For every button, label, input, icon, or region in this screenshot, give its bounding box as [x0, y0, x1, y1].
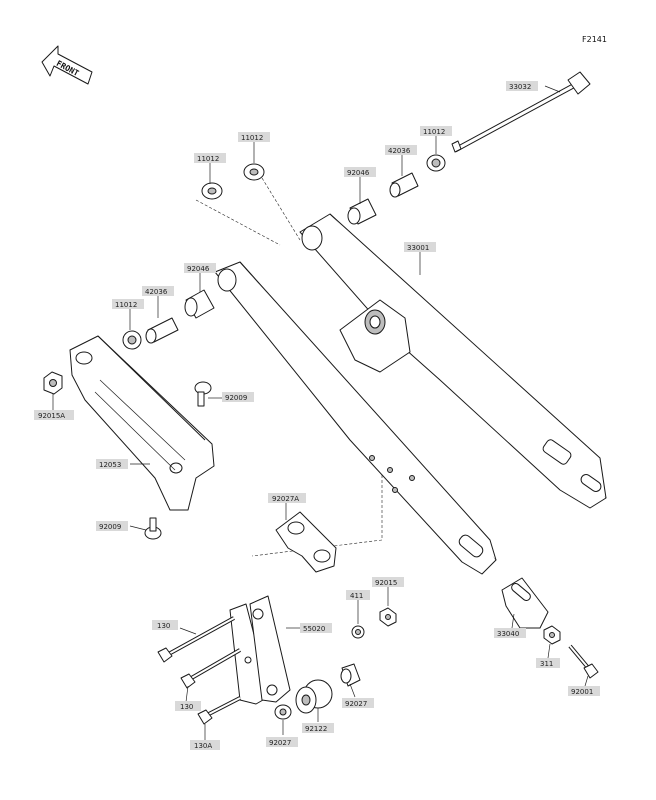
svg-text:92046: 92046	[187, 265, 210, 273]
part-label-33040: 33040	[494, 628, 526, 638]
svg-text:311: 311	[540, 660, 553, 668]
nut-92015	[379, 607, 397, 627]
part-label-92015A: 92015A	[34, 410, 74, 420]
bolt-130-upper	[157, 616, 235, 663]
svg-text:92027: 92027	[269, 739, 291, 747]
part-label-130-lower: 130	[175, 701, 201, 711]
part-label-11012-top-left: 11012	[194, 153, 226, 163]
svg-text:11012: 11012	[423, 128, 445, 136]
part-label-92122: 92122	[302, 723, 334, 733]
svg-text:11012: 11012	[241, 134, 263, 142]
link-plate-55020	[229, 595, 291, 705]
part-label-92027-right: 92027	[342, 698, 374, 708]
screw-92009-right	[194, 381, 212, 407]
figure-code: F2141	[582, 35, 607, 44]
part-label-92027A: 92027A	[268, 493, 306, 503]
svg-text:411: 411	[350, 592, 363, 600]
nut-92015A	[43, 371, 63, 395]
part-label-33001: 33001	[404, 242, 436, 252]
part-label-411: 411	[346, 590, 370, 600]
svg-text:92001: 92001	[571, 688, 593, 696]
bolt-92001	[568, 644, 599, 679]
svg-text:33001: 33001	[407, 244, 429, 252]
svg-text:92027A: 92027A	[272, 495, 299, 503]
front-arrow-icon: FRONT	[41, 45, 93, 85]
chain-adjuster-33040	[501, 577, 549, 629]
svg-text:11012: 11012	[197, 155, 219, 163]
part-label-11012-top-right: 11012	[420, 126, 452, 136]
part-label-42036-left: 42036	[142, 286, 174, 296]
part-label-11012-left: 11012	[112, 299, 144, 309]
svg-text:92046: 92046	[347, 169, 370, 177]
bolt-130A	[197, 696, 241, 725]
part-label-12053: 12053	[96, 459, 128, 469]
collar-11012-top-right	[426, 154, 446, 172]
sleeve-42036-left	[145, 317, 179, 344]
part-label-92027-bottom: 92027	[266, 737, 298, 747]
collar-11012-top-mid	[243, 163, 265, 181]
part-label-92046-left: 92046	[184, 263, 216, 273]
pivot-bolt-33032	[451, 71, 591, 153]
washer-411	[351, 625, 365, 639]
roller-92122	[295, 679, 333, 714]
svg-text:33040: 33040	[497, 630, 519, 638]
svg-text:55020: 55020	[303, 625, 325, 633]
svg-text:42036: 42036	[145, 288, 168, 296]
screw-92009-left	[144, 517, 162, 540]
bracket-92027A	[275, 511, 337, 573]
svg-text:130A: 130A	[194, 742, 212, 750]
part-label-55020: 55020	[300, 623, 332, 633]
part-label-130-upper: 130	[152, 620, 178, 630]
part-label-42036-top: 42036	[385, 145, 417, 155]
svg-text:92122: 92122	[305, 725, 327, 733]
sleeve-42036-top	[389, 172, 419, 198]
svg-text:130: 130	[157, 622, 170, 630]
part-label-311: 311	[536, 658, 560, 668]
collar-92027-bottom	[274, 704, 292, 720]
part-label-92009-right: 92009	[222, 392, 254, 402]
svg-text:33032: 33032	[509, 83, 531, 91]
svg-text:130: 130	[180, 703, 193, 711]
chain-guide-12053	[69, 335, 215, 511]
leader-lines	[52, 85, 589, 740]
svg-text:12053: 12053	[99, 461, 121, 469]
part-label-130A: 130A	[190, 740, 220, 750]
svg-text:42036: 42036	[388, 147, 411, 155]
part-label-33032: 33032	[506, 81, 538, 91]
bearing-92046-left	[184, 289, 215, 319]
svg-text:92009: 92009	[225, 394, 247, 402]
svg-text:92015A: 92015A	[38, 412, 65, 420]
svg-text:92015: 92015	[375, 579, 397, 587]
bearing-92046-top	[347, 198, 377, 225]
alignment-line-2	[261, 177, 301, 241]
alignment-line-1	[195, 199, 281, 246]
collar-11012-top-left	[201, 182, 223, 200]
collar-11012-left	[122, 330, 142, 350]
part-label-92009-left: 92009	[96, 521, 128, 531]
part-label-92046-top: 92046	[344, 167, 376, 177]
part-label-11012-top-mid: 11012	[238, 132, 270, 142]
svg-text:11012: 11012	[115, 301, 137, 309]
part-label-92001: 92001	[568, 686, 600, 696]
swingarm-33001	[214, 213, 607, 575]
bolt-130-lower	[180, 648, 241, 689]
collar-92027-right	[340, 663, 361, 687]
svg-text:92027: 92027	[345, 700, 367, 708]
part-label-92015: 92015	[372, 577, 404, 587]
svg-text:92009: 92009	[99, 523, 121, 531]
nut-311	[543, 625, 561, 645]
